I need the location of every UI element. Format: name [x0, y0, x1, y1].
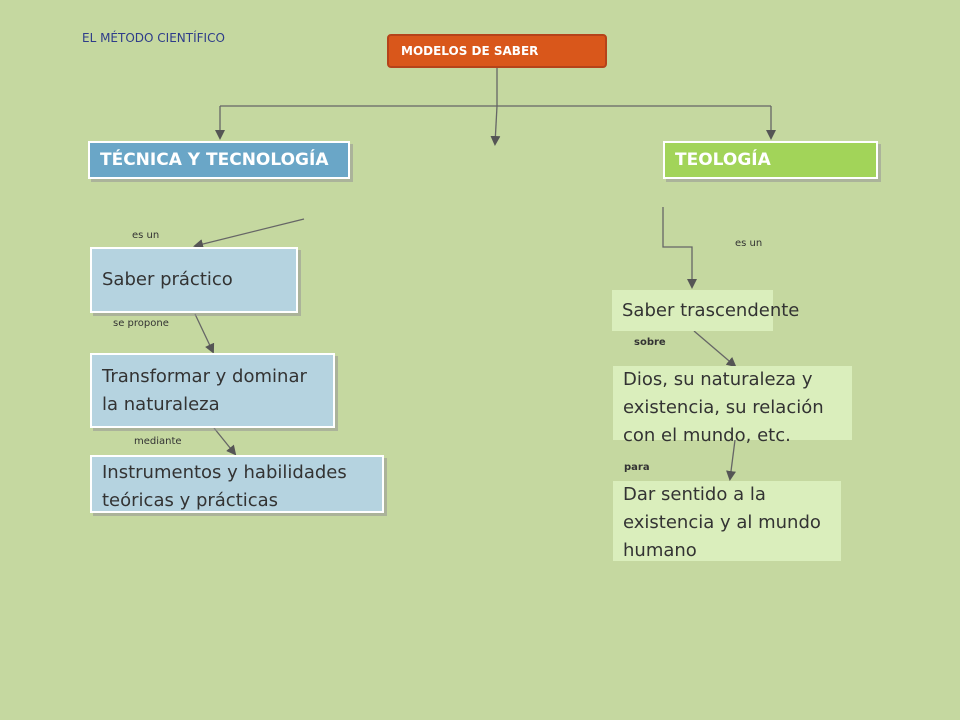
- node-transformar: Transformar y dominar la naturaleza: [90, 353, 335, 428]
- arrow-to-dar-sentido: [726, 439, 736, 481]
- link-label-para: para: [624, 462, 650, 473]
- node-transformar-text: Transformar y dominar la naturaleza: [102, 366, 307, 415]
- node-saber-practico-text: Saber práctico: [102, 269, 233, 290]
- link-label-es-un-right: es un: [735, 238, 763, 249]
- node-saber-trascendente: Saber trascendente: [612, 290, 799, 331]
- node-dar-sentido: Dar sentido a la existencia y al mundo h…: [613, 481, 841, 561]
- link-label-mediante: mediante: [134, 436, 182, 447]
- branch-node-tecnica-label: TÉCNICA Y TECNOLOGÍA: [100, 150, 329, 170]
- root-node-modelos-de-saber: MODELOS DE SABER: [387, 34, 607, 68]
- arrow-to-saber-trascendente: [662, 207, 697, 289]
- arrow-to-transformar: [194, 313, 215, 354]
- node-dios: Dios, su naturaleza y existencia, su rel…: [613, 366, 852, 446]
- link-label-sobre: sobre: [634, 337, 666, 348]
- node-instrumentos: Instrumentos y habilidades teóricas y pr…: [90, 455, 384, 513]
- root-node-label: MODELOS DE SABER: [401, 44, 539, 58]
- arrow-to-instrumentos: [213, 427, 237, 456]
- link-label-es-un-left: es un: [132, 230, 160, 241]
- arrow-to-saber-practico: [193, 218, 305, 249]
- page-title: EL MÉTODO CIENTÍFICO: [82, 31, 225, 45]
- branch-node-teologia-label: TEOLOGÍA: [675, 150, 771, 170]
- branch-node-tecnica: TÉCNICA Y TECNOLOGÍA: [88, 141, 350, 179]
- branch-node-teologia: TEOLOGÍA: [663, 141, 878, 179]
- node-dar-sentido-text: Dar sentido a la existencia y al mundo h…: [623, 484, 821, 561]
- arrow-to-dios: [693, 330, 737, 368]
- link-label-se-propone: se propone: [113, 318, 169, 329]
- node-instrumentos-text: Instrumentos y habilidades teóricas y pr…: [102, 462, 347, 511]
- node-saber-trascendente-text: Saber trascendente: [622, 299, 800, 321]
- arrow-to-center: [490, 105, 501, 146]
- node-dios-text: Dios, su naturaleza y existencia, su rel…: [623, 369, 824, 446]
- node-saber-practico: Saber práctico: [90, 247, 298, 313]
